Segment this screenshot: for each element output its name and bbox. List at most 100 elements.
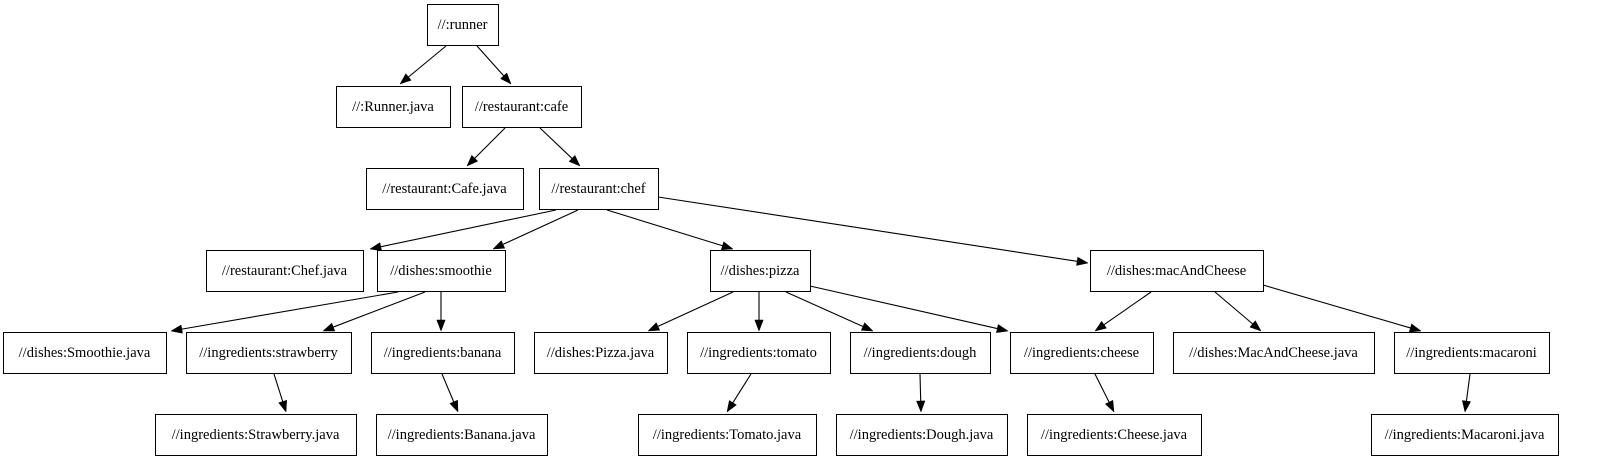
node-box[interactable] bbox=[1090, 250, 1264, 292]
graph-node-ing_tomato_java[interactable]: //ingredients:Tomato.java bbox=[638, 414, 817, 456]
graph-node-runner[interactable]: //:runner bbox=[427, 4, 499, 46]
node-label: //:Runner.java bbox=[352, 99, 434, 115]
node-label: //ingredients:Banana.java bbox=[388, 427, 536, 443]
node-label: //dishes:macAndCheese bbox=[1107, 263, 1246, 279]
edge-line bbox=[657, 196, 1078, 262]
graph-node-ing_cheese[interactable]: //ingredients:cheese bbox=[1010, 332, 1154, 374]
arrowhead-icon bbox=[1104, 399, 1115, 413]
edge-line bbox=[181, 291, 399, 330]
arrowhead-icon bbox=[170, 324, 183, 334]
arrowhead-icon bbox=[1094, 320, 1107, 332]
arrowhead-icon bbox=[449, 399, 459, 413]
node-label: //dishes:Smoothie.java bbox=[19, 345, 151, 361]
graph-node-ing_tomato[interactable]: //ingredients:tomato bbox=[687, 332, 831, 374]
node-box[interactable] bbox=[206, 250, 364, 292]
node-label: //dishes:pizza bbox=[721, 263, 800, 279]
graph-node-ing_banana_java[interactable]: //ingredients:Banana.java bbox=[376, 414, 548, 456]
graph-node-ing_cheese_java[interactable]: //ingredients:Cheese.java bbox=[1027, 414, 1202, 456]
arrowhead-icon bbox=[754, 319, 764, 332]
edge-restaurant_cafe-to-restaurant_cafe_java bbox=[466, 127, 506, 167]
edge-line bbox=[408, 45, 447, 78]
graph-node-ing_macaroni[interactable]: //ingredients:macaroni bbox=[1394, 332, 1550, 374]
node-label: //ingredients:Tomato.java bbox=[653, 427, 802, 443]
node-box[interactable] bbox=[427, 4, 499, 46]
edge-ing_strawberry-to-ing_strawberry_java bbox=[273, 373, 287, 413]
graph-node-restaurant_chef[interactable]: //restaurant:chef bbox=[539, 168, 659, 210]
graph-node-ing_strawberry_java[interactable]: //ingredients:Strawberry.java bbox=[155, 414, 357, 456]
node-box[interactable] bbox=[3, 332, 167, 374]
graph-node-ing_strawberry[interactable]: //ingredients:strawberry bbox=[186, 332, 352, 374]
node-box[interactable] bbox=[539, 168, 659, 210]
edge-dishes_macandcheese-to-dishes_macandcheese_java bbox=[1214, 291, 1262, 332]
edge-restaurant_chef-to-restaurant_chef_java bbox=[369, 209, 557, 252]
edge-line bbox=[441, 373, 455, 403]
node-box[interactable] bbox=[710, 250, 811, 292]
graph-node-dishes_smoothie[interactable]: //dishes:smoothie bbox=[377, 250, 506, 292]
arrowhead-icon bbox=[996, 324, 1009, 333]
graph-node-ing_dough_java[interactable]: //ingredients:Dough.java bbox=[836, 414, 1008, 456]
arrowhead-icon bbox=[278, 399, 287, 413]
node-box[interactable] bbox=[336, 86, 451, 128]
edge-runner-to-restaurant_cafe bbox=[476, 45, 512, 85]
edge-line bbox=[809, 285, 998, 330]
graph-node-ing_dough[interactable]: //ingredients:dough bbox=[850, 332, 991, 374]
edge-line bbox=[1103, 291, 1152, 326]
arrowhead-icon bbox=[369, 242, 382, 252]
node-box[interactable] bbox=[1010, 332, 1154, 374]
arrowhead-icon bbox=[492, 240, 506, 250]
node-label: //restaurant:Cafe.java bbox=[382, 181, 507, 197]
edge-line bbox=[502, 209, 579, 245]
node-label: //ingredients:Dough.java bbox=[850, 427, 994, 443]
arrowhead-icon bbox=[500, 72, 512, 85]
node-box[interactable] bbox=[1173, 332, 1375, 374]
node-box[interactable] bbox=[836, 414, 1008, 456]
node-box[interactable] bbox=[376, 414, 548, 456]
arrowhead-icon bbox=[1461, 400, 1471, 413]
node-box[interactable] bbox=[1394, 332, 1550, 374]
node-label: //ingredients:Cheese.java bbox=[1041, 427, 1188, 443]
node-box[interactable] bbox=[377, 250, 506, 292]
graph-node-restaurant_cafe[interactable]: //restaurant:cafe bbox=[462, 86, 582, 128]
node-label: //dishes:Pizza.java bbox=[547, 345, 655, 361]
edge-line bbox=[476, 45, 505, 77]
node-box[interactable] bbox=[371, 332, 515, 374]
graph-node-dishes_macandcheese[interactable]: //dishes:macAndCheese bbox=[1090, 250, 1264, 292]
edge-restaurant_chef-to-dishes_smoothie bbox=[492, 209, 579, 250]
edge-dishes_pizza-to-ing_tomato bbox=[754, 292, 764, 332]
graph-node-dishes_pizza_java[interactable]: //dishes:Pizza.java bbox=[534, 332, 668, 374]
graph-node-restaurant_cafe_java[interactable]: //restaurant:Cafe.java bbox=[366, 168, 524, 210]
graph-node-ing_macaroni_java[interactable]: //ingredients:Macaroni.java bbox=[1371, 414, 1559, 456]
arrowhead-icon bbox=[860, 322, 874, 332]
node-label: //restaurant:chef bbox=[551, 181, 645, 197]
node-box[interactable] bbox=[1371, 414, 1559, 456]
edge-ing_dough-to-ing_dough_java bbox=[916, 373, 926, 413]
edge-line bbox=[657, 291, 734, 327]
node-box[interactable] bbox=[534, 332, 668, 374]
edge-restaurant_chef-to-dishes_pizza bbox=[606, 209, 734, 251]
graph-node-runner_java[interactable]: //:Runner.java bbox=[336, 86, 451, 128]
node-box[interactable] bbox=[366, 168, 524, 210]
edge-restaurant_chef-to-dishes_macandcheese bbox=[657, 196, 1089, 266]
edge-line bbox=[606, 209, 723, 247]
node-box[interactable] bbox=[638, 414, 817, 456]
edge-dishes_pizza-to-ing_cheese bbox=[809, 285, 1009, 333]
graph-node-dishes_smoothie_java[interactable]: //dishes:Smoothie.java bbox=[3, 332, 167, 374]
node-box[interactable] bbox=[186, 332, 352, 374]
graph-node-ing_banana[interactable]: //ingredients:banana bbox=[371, 332, 515, 374]
edge-line bbox=[1214, 291, 1253, 325]
graph-node-dishes_macandcheese_java[interactable]: //dishes:MacAndCheese.java bbox=[1173, 332, 1375, 374]
graph-node-dishes_pizza[interactable]: //dishes:pizza bbox=[710, 250, 811, 292]
graph-node-restaurant_chef_java[interactable]: //restaurant:Chef.java bbox=[206, 250, 364, 292]
arrowhead-icon bbox=[399, 73, 412, 85]
node-label: //ingredients:banana bbox=[384, 345, 502, 361]
node-label: //dishes:MacAndCheese.java bbox=[1189, 345, 1358, 361]
node-box[interactable] bbox=[155, 414, 357, 456]
node-box[interactable] bbox=[1027, 414, 1202, 456]
edge-ing_tomato-to-ing_tomato_java bbox=[726, 373, 752, 413]
node-box[interactable] bbox=[850, 332, 991, 374]
node-label: //ingredients:macaroni bbox=[1406, 345, 1536, 361]
node-box[interactable] bbox=[687, 332, 831, 374]
edge-dishes_pizza-to-ing_dough bbox=[785, 291, 874, 332]
edge-line bbox=[539, 127, 573, 159]
node-box[interactable] bbox=[462, 86, 582, 128]
